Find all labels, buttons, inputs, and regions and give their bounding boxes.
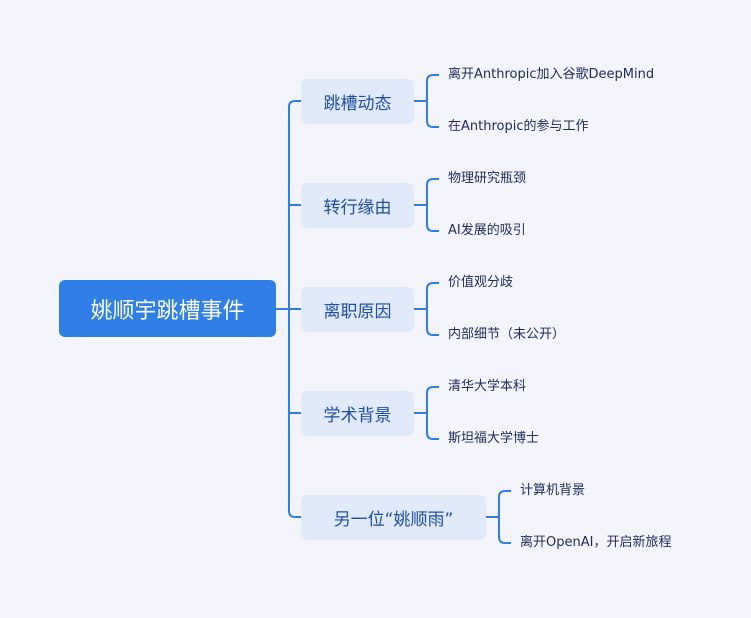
branch-label: 跳槽动态: [323, 94, 392, 114]
leaf-node[interactable]: 价值观分歧: [448, 275, 514, 290]
leaf-node[interactable]: 物理研究瓶颈: [448, 171, 527, 186]
branch-node-other-person[interactable]: 另一位“姚顺雨”: [301, 495, 486, 540]
root-label: 姚顺宇跳槽事件: [90, 298, 245, 324]
leaf-node[interactable]: 离开OpenAI，开启新旅程: [520, 535, 672, 550]
branch-2-connector: [414, 178, 439, 232]
branch-1-connector: [414, 74, 439, 128]
branch-label: 转行缘由: [323, 198, 392, 218]
branch-label: 另一位“姚顺雨”: [333, 510, 454, 530]
root-node[interactable]: 姚顺宇跳槽事件: [59, 280, 276, 337]
branch-node-career-switch[interactable]: 转行缘由: [301, 183, 414, 228]
branch-label: 学术背景: [323, 406, 392, 426]
branch-5-connector: [486, 490, 511, 544]
branch-label: 离职原因: [323, 302, 392, 322]
leaf-node[interactable]: 离开Anthropic加入谷歌DeepMind: [448, 67, 655, 82]
leaf-node[interactable]: 在Anthropic的参与工作: [448, 119, 589, 134]
leaf-node[interactable]: 内部细节（未公开）: [448, 327, 566, 342]
leaf-node[interactable]: 计算机背景: [520, 483, 586, 498]
branch-node-job-change[interactable]: 跳槽动态: [301, 79, 414, 124]
leaf-node[interactable]: 斯坦福大学博士: [448, 431, 540, 446]
branch-3-connector: [414, 282, 439, 336]
branch-4-connector: [414, 386, 439, 440]
branch-node-leave-reason[interactable]: 离职原因: [301, 287, 414, 332]
leaf-node[interactable]: 清华大学本科: [448, 379, 527, 394]
leaf-node[interactable]: AI发展的吸引: [448, 223, 526, 238]
branch-node-academic[interactable]: 学术背景: [301, 391, 414, 436]
